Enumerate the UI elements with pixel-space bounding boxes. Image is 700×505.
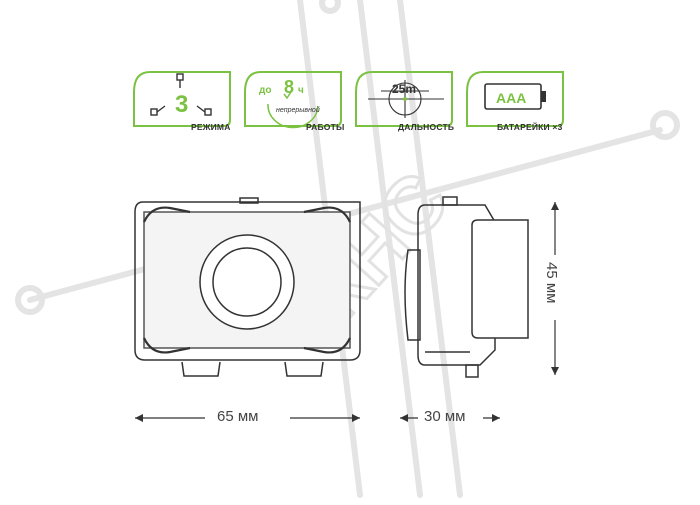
feature-range: 25m: [355, 71, 453, 127]
dimension-width: 65 мм: [217, 408, 259, 425]
feature-runtime: до 8 ч непрерывной: [244, 71, 342, 129]
dimension-depth: 30 мм: [424, 408, 466, 425]
runtime-unit: ч: [298, 85, 304, 96]
feature-runtime-label: РАБОТЫ: [306, 122, 345, 132]
side-view-drawing: [404, 196, 529, 378]
clock-icon: [267, 91, 319, 129]
front-view-drawing: [134, 197, 361, 377]
feature-modes-label: РЕЖИМА: [191, 122, 231, 132]
runtime-value: 8: [284, 77, 294, 97]
feature-battery: AAA: [466, 71, 564, 127]
dimension-height: 45 мм: [543, 262, 560, 303]
battery-icon: [484, 83, 546, 110]
feature-range-label: ДАЛЬНОСТЬ: [398, 122, 455, 132]
feature-modes: 3: [133, 71, 231, 127]
range-value: 25m: [392, 82, 416, 96]
modes-icon: [150, 73, 212, 116]
modes-value: 3: [175, 91, 188, 118]
battery-value: AAA: [496, 90, 526, 106]
runtime-prefix: до: [259, 85, 271, 96]
feature-battery-label: БАТАРЕЙКИ ×3: [497, 122, 563, 132]
dimension-arrows: [135, 202, 559, 422]
runtime-sub: непрерывной: [276, 106, 320, 114]
